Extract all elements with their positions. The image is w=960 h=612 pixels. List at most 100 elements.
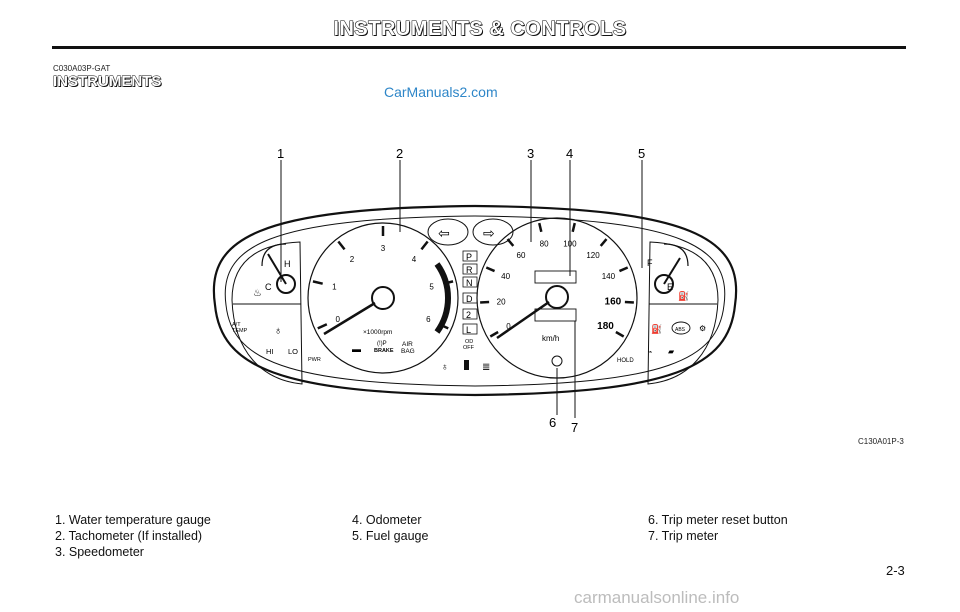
tach-label-3: 3 (381, 244, 386, 253)
right-turn-indicator (472, 218, 514, 246)
gear-d: D (466, 294, 473, 304)
abs-indicator (671, 321, 691, 335)
fuel-pump-icon: ⛽ (678, 290, 689, 301)
gear-indicator: P R N D 2 L OD OFF (462, 250, 478, 351)
watermark-bottom[interactable]: carmanualsonline.info (574, 588, 740, 607)
speed-tick-80 (538, 222, 543, 233)
watermark-top[interactable]: CarManuals2.com (384, 84, 498, 100)
airbag-label-2: BAG (401, 348, 415, 355)
callout-3: 3 (527, 146, 534, 161)
trip-meter-window (534, 308, 577, 322)
callout-1: 1 (277, 146, 284, 161)
fan-icon: ♁ (274, 325, 282, 337)
legend-item-7: 7. Trip meter (648, 529, 719, 543)
left-arrow-icon: ⇦ (438, 225, 450, 241)
tach-label-1: 1 (332, 282, 337, 291)
tach-tick-5 (443, 280, 454, 285)
tach-tick-0 (317, 323, 328, 330)
seatbelt-icon: ♁ (441, 362, 449, 373)
speed-tick-20 (480, 300, 490, 304)
tach-tick-2 (337, 240, 346, 251)
at-temp-label-2: TEMP (232, 328, 248, 334)
temp-hot-label: H (284, 259, 291, 269)
low-fuel-icon: ⛽ (651, 323, 662, 334)
door-ajar-icon (464, 360, 469, 370)
oil-pressure-icon: ⌁ (648, 349, 652, 356)
legend-item-6: 6. Trip meter reset button (648, 513, 788, 527)
hi-label: HI (266, 347, 274, 356)
trip-reset-button (551, 355, 563, 367)
cruise-icon: ▰ (668, 347, 675, 356)
gear-p: P (466, 252, 472, 262)
pwr-label: PWR (308, 357, 321, 363)
left-turn-indicator (427, 218, 469, 246)
fuel-gauge: F E ⛽ (647, 243, 689, 301)
headlight-icon: ≣ (482, 362, 490, 373)
gear-2: 2 (466, 310, 471, 320)
legend-column-2: 4. Odometer 5. Fuel gauge (352, 512, 428, 544)
instrument-cluster-figure: H C ♨ A/T TEMP ♁ HI LO PWR 0 1 2 3 4 5 6 ×1000… (212, 146, 738, 435)
speed-label-20: 20 (497, 297, 506, 306)
left-panel (231, 241, 303, 385)
figure-code: C130A01P-3 (858, 437, 904, 446)
speed-label-140: 140 (602, 272, 616, 281)
tach-unit-label: ×1000rpm (363, 329, 392, 336)
right-arrow-icon: ⇨ (483, 225, 495, 241)
speed-label-0: 0 (506, 322, 511, 331)
coolant-icon: ♨ (253, 288, 262, 299)
odometer-window (534, 270, 577, 284)
legend-column-1: 1. Water temperature gauge 2. Tachometer… (55, 512, 211, 560)
tach-label-5: 5 (429, 282, 434, 291)
cluster-housing (212, 204, 738, 397)
callout-4: 4 (566, 146, 573, 161)
abs-label: ABS (675, 327, 686, 333)
page-heading: INSTRUMENTS (53, 73, 162, 91)
speed-tick-100 (571, 222, 576, 233)
brake-label: BRAKE (374, 348, 394, 354)
doc-code: C030A03P-GAT (53, 64, 111, 73)
legend-item-5: 5. Fuel gauge (352, 529, 429, 543)
tach-tick-6 (438, 323, 449, 330)
right-panel (647, 241, 719, 385)
speed-tick-140 (618, 266, 629, 273)
at-temp-label-1: A/T (232, 322, 241, 328)
speed-label-40: 40 (501, 272, 510, 281)
speed-tick-40 (485, 266, 496, 273)
cluster-inner-rim (224, 215, 726, 387)
callout-7: 7 (571, 420, 578, 435)
speed-label-60: 60 (517, 251, 526, 260)
speed-tick-180 (615, 330, 625, 338)
section-title: INSTRUMENTS & CONTROLS (333, 17, 627, 40)
tach-label-4: 4 (412, 255, 417, 264)
speed-label-160: 160 (605, 296, 622, 307)
gear-n: N (466, 278, 473, 288)
legend-item-2: 2. Tachometer (If installed) (55, 529, 203, 543)
gear-l: L (466, 325, 471, 335)
brake-icon: (!)P (377, 341, 387, 347)
legend-item-3: 3. Speedometer (55, 545, 144, 559)
fuel-full-label: F (647, 258, 653, 268)
speed-tick-60 (506, 238, 515, 247)
callout-2: 2 (396, 146, 403, 161)
temp-gauge: H C ♨ (253, 243, 296, 299)
legend-column-3: 6. Trip meter reset button 7. Trip meter (648, 512, 788, 544)
tach-tick-4 (420, 240, 429, 251)
speed-tick-0 (489, 330, 499, 338)
speed-tick-120 (599, 238, 608, 247)
header-rule (52, 46, 906, 49)
tach-label-0: 0 (335, 315, 340, 324)
speed-label-180: 180 (597, 321, 614, 332)
lo-label: LO (288, 347, 298, 356)
speed-tick-160 (624, 300, 634, 304)
tach-tick-1 (312, 280, 323, 285)
gear-r: R (466, 265, 473, 275)
speedometer: 020406080100120140160180 km/h (476, 217, 638, 379)
temp-cold-label: C (265, 282, 272, 292)
check-engine-icon: ⚙ (699, 324, 706, 333)
speed-unit-label: km/h (542, 334, 559, 343)
page-number: 2-3 (886, 563, 905, 578)
speed-label-80: 80 (540, 240, 549, 249)
tach-label-6: 6 (426, 315, 431, 324)
callout-6: 6 (549, 415, 556, 430)
